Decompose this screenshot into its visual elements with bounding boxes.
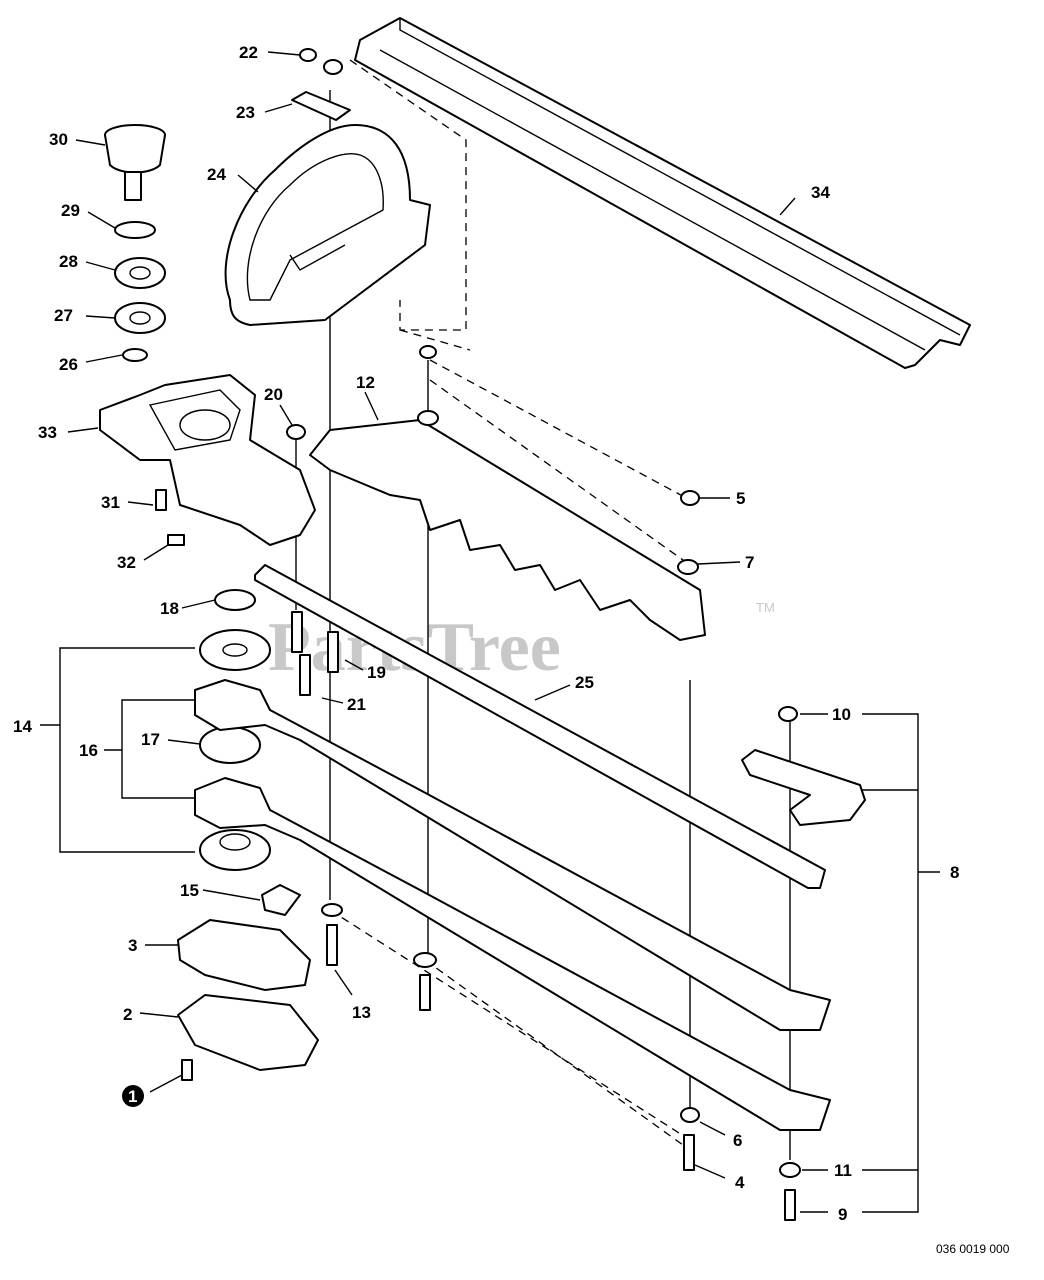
- part-25-bar: [254, 564, 826, 889]
- part-20-nut: [286, 424, 306, 440]
- callout-28: 28: [59, 252, 78, 271]
- callout-22: 22: [239, 43, 258, 62]
- figure-code: 036 0019 000: [936, 1242, 1010, 1256]
- part-1-screw: [181, 1059, 193, 1081]
- callout-7: 7: [745, 553, 754, 572]
- part-29-snap-ring: [114, 221, 156, 239]
- callout-4: 4: [735, 1173, 745, 1192]
- callout-5: 5: [736, 489, 745, 508]
- callout-6: 6: [733, 1131, 742, 1150]
- callout-15: 15: [180, 881, 199, 900]
- callout-32: 32: [117, 553, 136, 572]
- watermark-trademark: TM: [756, 600, 775, 615]
- part-17-plate: [199, 726, 261, 764]
- nut-upper-left: [417, 345, 439, 426]
- part-10-nut: [778, 706, 798, 722]
- washer-center: [413, 952, 437, 1011]
- part-27-bearing: [114, 302, 166, 334]
- callout-18: 18: [160, 599, 179, 618]
- callout-1-badge: [122, 1085, 144, 1107]
- part-2-cover: [177, 994, 319, 1071]
- callout-2: 2: [123, 1005, 132, 1024]
- callout-13: 13: [352, 1003, 371, 1022]
- callout-33: 33: [38, 423, 57, 442]
- part-16-blade-lower: [194, 777, 831, 1131]
- callout-34: 34: [811, 183, 830, 202]
- callout-8: 8: [950, 863, 959, 882]
- part-19-screws: [291, 611, 339, 673]
- callout-29: 29: [61, 201, 80, 220]
- callout-20: 20: [264, 385, 283, 404]
- callout-11: 11: [834, 1161, 852, 1180]
- callout-26: 26: [59, 355, 78, 374]
- callout-30: 30: [49, 130, 68, 149]
- callout-12: 12: [356, 373, 375, 392]
- part-21-screw: [299, 654, 311, 696]
- part-11-washer: [779, 1162, 801, 1178]
- part-24-handle: [224, 124, 431, 326]
- part-13-screw: [321, 903, 343, 966]
- callout-24: 24: [207, 165, 226, 184]
- part-31-screw: [155, 489, 167, 511]
- part-30-knob: [104, 124, 166, 201]
- part-23-plate: [291, 91, 351, 121]
- part-34-blade-cover: [354, 17, 971, 369]
- callout-17: 17: [141, 730, 160, 749]
- part-3-gasket: [177, 919, 311, 991]
- callout-3: 3: [128, 936, 137, 955]
- part-7-washer: [677, 559, 699, 575]
- leader-lines: [40, 51, 940, 1213]
- callout-16: 16: [79, 741, 98, 760]
- callout-19: 19: [367, 663, 386, 682]
- part-32-fitting: [167, 534, 185, 546]
- part-26-washer: [122, 348, 148, 362]
- callout-27: 27: [54, 306, 73, 325]
- part-8-holder: [741, 749, 866, 826]
- callout-1: 1: [128, 1087, 137, 1106]
- part-22-nut: [299, 48, 343, 75]
- part-28-bearing: [114, 257, 166, 289]
- part-6-washer: [680, 1107, 700, 1123]
- part-5-nut: [680, 490, 700, 506]
- part-33-gear-housing: [99, 374, 316, 546]
- callout-21: 21: [347, 695, 366, 714]
- callout-31: 31: [101, 493, 120, 512]
- part-14-gear-lower: [199, 829, 271, 871]
- callout-9: 9: [838, 1205, 847, 1224]
- callout-10: 10: [832, 705, 851, 724]
- callout-23: 23: [236, 103, 255, 122]
- part-14-gear-upper: [199, 629, 271, 671]
- part-15-clip: [261, 884, 301, 916]
- callout-25: 25: [575, 673, 594, 692]
- alignment-lines: [329, 59, 691, 1151]
- part-4-screw: [683, 1134, 695, 1171]
- part-12-guard: [309, 419, 706, 641]
- callout-labels: 22 23 24 30 29 28 27 26 33 31 32 20 12 3…: [13, 43, 959, 1224]
- part-9-screw: [784, 1189, 796, 1221]
- part-16-blade-upper: [194, 679, 831, 1031]
- part-18-washer: [214, 589, 256, 611]
- callout-14: 14: [13, 717, 32, 736]
